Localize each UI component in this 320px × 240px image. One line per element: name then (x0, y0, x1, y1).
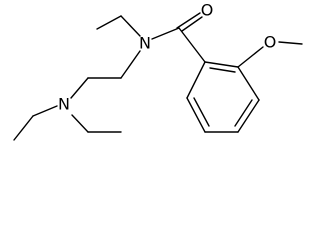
amide-nitrogen-label: N (139, 34, 151, 53)
bond-carbonyl-ring (178, 27, 206, 63)
ring-bond-6 (186, 61, 206, 99)
bond-amine-ethyl1-ch3 (13, 115, 34, 141)
ring-bond-3 (237, 99, 260, 133)
ring-bond-1 (204, 61, 239, 68)
bond-n-chain-1 (120, 50, 141, 79)
bond-n-ethyl-ch2 (96, 15, 122, 30)
carbonyl-oxygen-label: O (201, 1, 214, 20)
ring-inner-1 (209, 67, 236, 73)
amine-nitrogen-label: N (58, 95, 70, 114)
structure-diagram: O N O N (13, 1, 303, 141)
ring-inner-2 (234, 99, 253, 127)
ring-inner-3 (193, 97, 210, 127)
bond-amine-ethyl2-ch2 (71, 114, 89, 133)
methoxy-oxygen-label: O (264, 33, 277, 52)
ring-bond-5 (186, 97, 206, 133)
bond-carbonyl-double-a (176, 12, 201, 29)
bond-methoxy-o-ch3 (278, 41, 303, 45)
bond-chain-to-amine (70, 77, 89, 99)
ring-bond-2 (237, 66, 260, 101)
bond-n-carbonyl-c (151, 27, 180, 40)
bond-n-ethyl-ch2-n (120, 15, 141, 37)
bond-amine-ethyl1-ch2 (32, 105, 58, 117)
bond-carbonyl-double-b (181, 16, 203, 32)
bond-ring-methoxy-o (237, 46, 264, 68)
